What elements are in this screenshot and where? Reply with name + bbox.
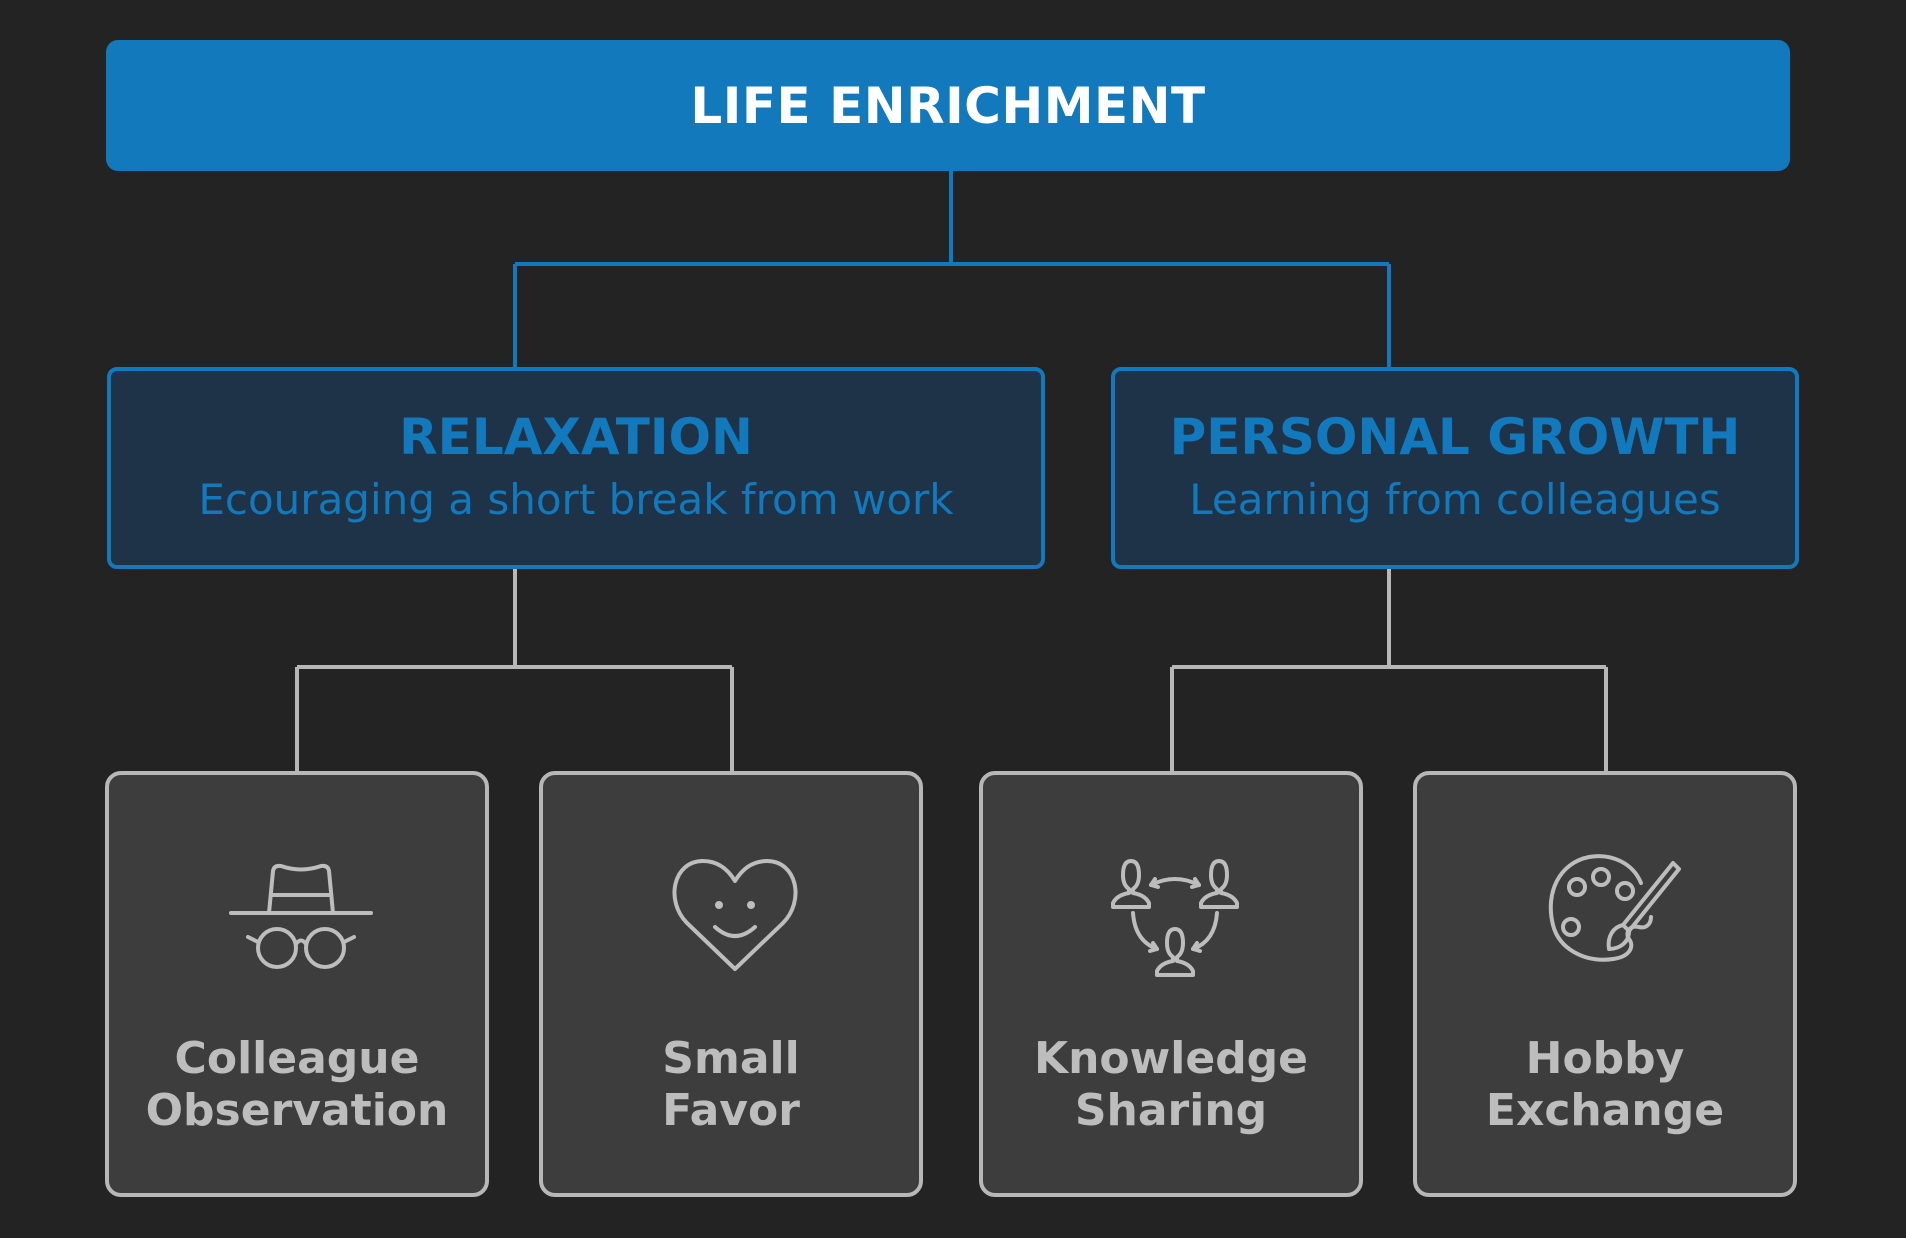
leaf-label: Colleague Observation bbox=[109, 1033, 485, 1137]
root-connectors bbox=[513, 171, 1391, 367]
category-subtitle: Learning from colleagues bbox=[1189, 475, 1721, 524]
leaf-label: Small Favor bbox=[543, 1033, 919, 1137]
root-title: LIFE ENRICHMENT bbox=[690, 76, 1206, 135]
leaf-label: Knowledge Sharing bbox=[983, 1033, 1359, 1137]
leaf-hobby-exchange: Hobby Exchange bbox=[1413, 771, 1797, 1197]
category-personal-growth: PERSONAL GROWTH Learning from colleagues bbox=[1111, 367, 1799, 569]
smiling-heart-icon bbox=[672, 859, 798, 971]
people-exchange-icon bbox=[1111, 859, 1239, 977]
leaf-label-line2: Observation bbox=[145, 1085, 449, 1136]
paint-palette-icon bbox=[1548, 854, 1681, 962]
leaf-label: Hobby Exchange bbox=[1417, 1033, 1793, 1137]
leaf-label-line2: Favor bbox=[662, 1085, 800, 1136]
category-subtitle: Ecouraging a short break from work bbox=[198, 475, 954, 524]
incognito-hat-glasses-icon bbox=[229, 863, 373, 969]
category-title: PERSONAL GROWTH bbox=[1169, 408, 1741, 466]
leaf-label-line1: Knowledge bbox=[1033, 1033, 1309, 1084]
root-node: LIFE ENRICHMENT bbox=[106, 40, 1790, 171]
leaf-label-line1: Small bbox=[662, 1033, 800, 1084]
leaf-colleague-observation: Colleague Observation bbox=[105, 771, 489, 1197]
category-title: RELAXATION bbox=[399, 408, 753, 466]
leaf-label-line1: Hobby bbox=[1525, 1033, 1685, 1084]
leaf-knowledge-sharing: Knowledge Sharing bbox=[979, 771, 1363, 1197]
category-connectors bbox=[295, 569, 1608, 771]
leaf-label-line2: Exchange bbox=[1485, 1085, 1725, 1136]
leaf-label-line2: Sharing bbox=[1074, 1085, 1268, 1136]
leaf-label-line1: Colleague bbox=[174, 1033, 420, 1084]
leaf-small-favor: Small Favor bbox=[539, 771, 923, 1197]
category-relaxation: RELAXATION Ecouraging a short break from… bbox=[107, 367, 1045, 569]
